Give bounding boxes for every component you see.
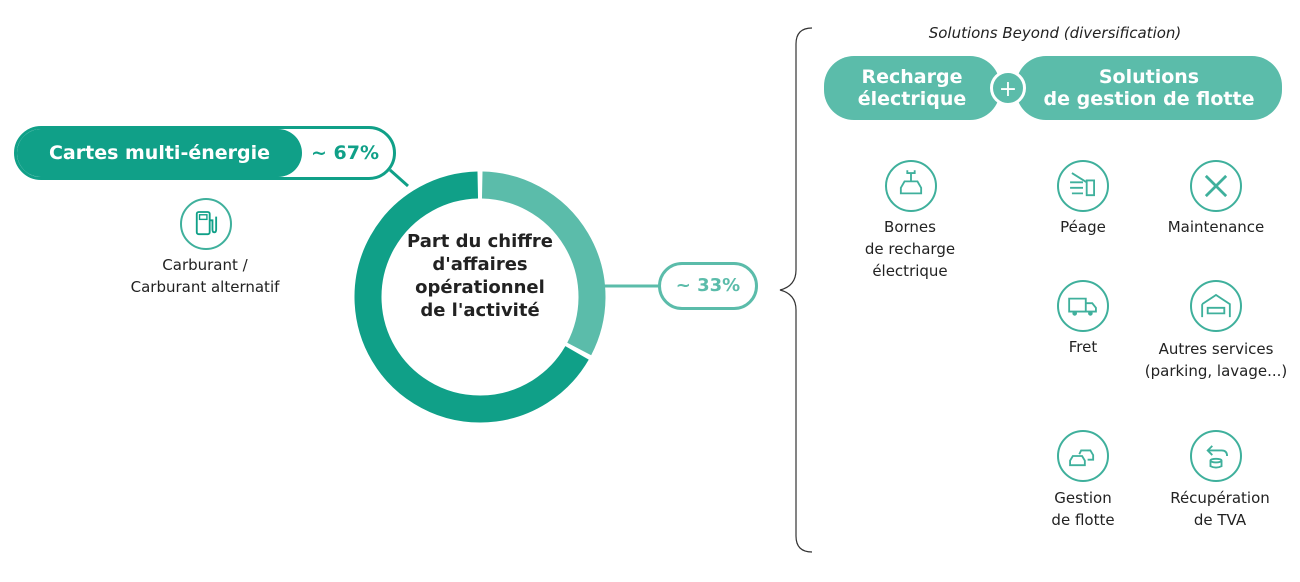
truck-icon xyxy=(1057,280,1109,332)
main-segment-label: Cartes multi-énergie xyxy=(17,129,302,177)
item-label-tva: Récupération de TVA xyxy=(1170,489,1270,529)
beyond-share: ~ 33% xyxy=(658,262,758,310)
item-label-gestion: Gestion de flotte xyxy=(1051,489,1115,529)
donut-chart xyxy=(354,171,606,423)
main-segment-share: ~ 67% xyxy=(310,142,379,164)
donut-center-label: Part du chiffre d'affaires opérationnel … xyxy=(407,231,553,321)
fuel-pump-icon xyxy=(180,198,232,250)
fuel-label: Carburant / Carburant alternatif xyxy=(130,256,280,296)
toll-gate-icon xyxy=(1057,160,1109,212)
donut-segment-main xyxy=(354,171,589,423)
connector-67 xyxy=(389,168,409,188)
recharge-pill: Recharge électrique xyxy=(824,56,1000,120)
item-label-bornes: Bornes de recharge électrique xyxy=(864,218,956,280)
vat-refund-icon xyxy=(1190,430,1242,482)
ev-charging-car-icon xyxy=(885,160,937,212)
item-label-autres: Autres services (parking, lavage...) xyxy=(1144,340,1288,380)
item-label-peage: Péage xyxy=(1060,218,1106,236)
main-segment-pill: Cartes multi-énergie ~ 67% xyxy=(14,126,396,180)
item-label-fret: Fret xyxy=(1068,338,1098,356)
beyond-title: Solutions Beyond (diversification) xyxy=(928,24,1182,42)
donut-segment-beyond xyxy=(481,171,606,356)
brace xyxy=(779,27,813,553)
fleet-solutions-pill: Solutions de gestion de flotte xyxy=(1016,56,1282,120)
wrench-screwdriver-icon xyxy=(1190,160,1242,212)
item-label-maintenance: Maintenance xyxy=(1167,218,1265,236)
fleet-cars-icon xyxy=(1057,430,1109,482)
garage-icon xyxy=(1190,280,1242,332)
plus-icon: + xyxy=(990,70,1026,106)
